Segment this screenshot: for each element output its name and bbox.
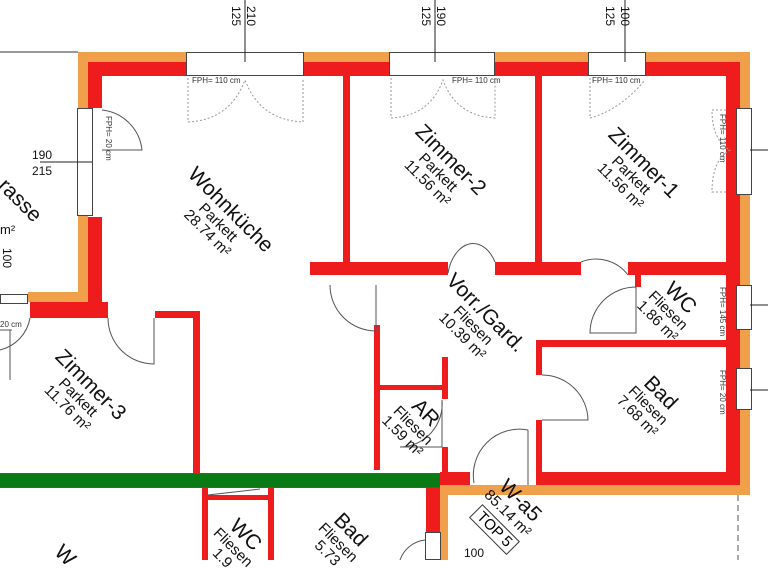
window-dim-bottom: 125: [229, 6, 243, 27]
entrance-insulation: [440, 485, 750, 495]
window-zimmer-1[interactable]: [588, 52, 646, 76]
terrace-door-fph: FPH= 20 cm: [104, 116, 113, 161]
wall-ar-left: [374, 325, 380, 470]
wall-lower-wc-top: [208, 495, 268, 500]
terrace-dim: 100: [0, 248, 14, 269]
wall-lower-wc-right: [268, 487, 274, 560]
entrance-insulation-left: [440, 485, 448, 560]
window-fph: FPH= 110 cm: [592, 76, 641, 85]
wall-z3-right: [193, 311, 200, 473]
wall-ar-top: [380, 385, 446, 390]
terrace-insulation: [28, 292, 88, 302]
window-dim-top: 100: [618, 6, 632, 27]
wall-z3-top: [155, 311, 200, 318]
wall-ar-right: [442, 357, 448, 399]
wall-lower-right: [426, 487, 440, 532]
wall-left-upper: [88, 62, 102, 108]
window-bad[interactable]: [736, 368, 752, 410]
z1-window-fph: FPH= 110 cm: [718, 114, 727, 163]
window-fph: FPH= 110 cm: [192, 76, 241, 85]
wall-rooms-bottom-1: [310, 262, 448, 275]
wall-z2-z1: [535, 76, 542, 266]
outer-insulation-right: [740, 52, 750, 495]
window-dim-bottom: 125: [419, 6, 433, 27]
wall-left-lower: [88, 217, 102, 318]
window-zimmer-1-side[interactable]: [736, 108, 752, 195]
window-zimmer-2[interactable]: [389, 52, 495, 76]
unit-dim: 100: [464, 546, 485, 560]
wc-window-fph: FPH= 145 cm: [718, 287, 727, 337]
terrace-door-dim-top: 190: [32, 148, 53, 162]
window-terrace-small[interactable]: [0, 294, 28, 304]
wall-terrace-bottom: [30, 302, 108, 318]
wall-wc-left: [635, 275, 641, 287]
wall-bad-left-lower: [536, 420, 542, 485]
terrace-door-dim-bottom: 215: [32, 164, 53, 178]
wall-bad-left-upper: [536, 340, 542, 375]
window-dim-bottom: 125: [603, 6, 617, 27]
wall-corner: [440, 472, 470, 485]
terrace-edge: [0, 51, 78, 53]
window-fph: FPH= 110 cm: [452, 76, 501, 85]
bad-window-fph: FPH= 20 cm: [718, 370, 727, 415]
wall-bad-bottom: [536, 472, 740, 485]
partition-wall-green: [0, 473, 440, 488]
wall-lower-wc-left: [202, 487, 208, 560]
door-swings: [0, 0, 768, 560]
wall-wohn-z2: [343, 76, 350, 266]
window-wc[interactable]: [736, 285, 752, 330]
wall-bad-top: [536, 340, 740, 347]
window-dim-top: 190: [434, 6, 448, 27]
terrace-fph: 20 cm: [0, 320, 22, 329]
window-dim-top: 210: [244, 6, 258, 27]
terrace-area: m²: [0, 222, 16, 237]
wall-rooms-bottom-3: [628, 262, 740, 275]
wall-rooms-bottom-2: [495, 262, 581, 275]
wall-ar-right-lower: [442, 447, 448, 473]
